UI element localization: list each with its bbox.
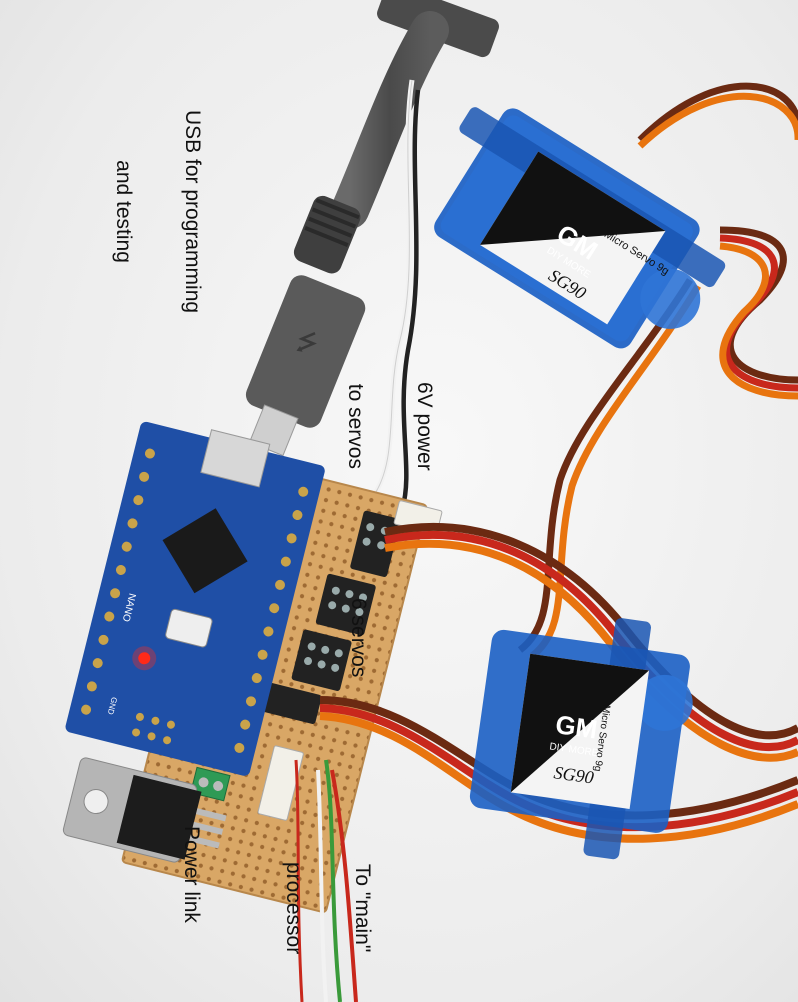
mini-usb-port: [200, 429, 271, 488]
gnd-label: GND: [106, 696, 119, 716]
servos-label: 6 servos: [347, 598, 370, 678]
servo-bottom: Micro Servo 9g GM DIY MORE SG90: [469, 618, 693, 860]
power-annotation: 6V power to servos: [321, 382, 482, 471]
arduino-nano: NANO GND: [65, 421, 325, 776]
main-processor-annotation: To "main" processor: [259, 862, 420, 954]
microcontroller-chip: [162, 508, 248, 594]
link-label: Power link: [180, 826, 203, 923]
top-servo-wire: [517, 82, 798, 659]
link-annotation: Power link: [157, 826, 249, 923]
main-label-line2: processor: [282, 862, 305, 955]
processor-wires: [294, 759, 358, 1002]
power-led-icon: [138, 652, 151, 665]
servos-annotation: 6 servos: [324, 598, 416, 677]
servo-bottom-logo: GM: [554, 709, 600, 745]
power-wires: [369, 79, 421, 511]
usb-label-line1: USB for programming: [181, 110, 204, 314]
power-label-line1: 6V power: [413, 382, 436, 471]
main-label-line1: To "main": [351, 863, 374, 953]
usb-label-line2: and testing: [112, 160, 135, 263]
reset-button: [165, 608, 213, 648]
usb-annotation: USB for programming and testing: [89, 110, 250, 313]
voltage-regulator: [62, 757, 227, 863]
power-label-line2: to servos: [344, 383, 367, 469]
servo-top: Micro Servo 9g GM DIY MORE SG90: [434, 107, 726, 349]
